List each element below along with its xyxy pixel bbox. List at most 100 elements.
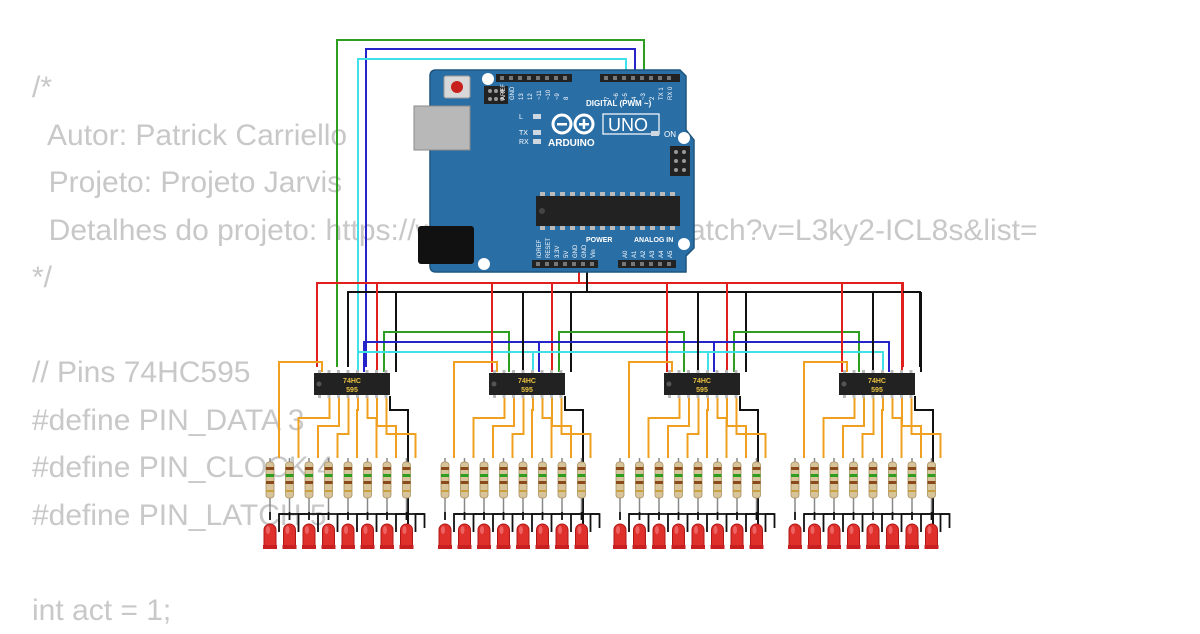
resistor [655,458,663,512]
resistor-band [928,467,936,470]
chip-pin [620,192,625,196]
resistor-band [616,490,624,492]
led-highlight [364,526,368,534]
resistor-band [539,481,547,484]
resistor-band [441,467,449,470]
digital-pin-label: RX 0 [668,86,674,100]
led-rim [438,545,452,549]
resistor-band [655,481,663,484]
led-body [264,524,276,548]
resistor-band [578,467,586,470]
led-highlight [928,526,932,534]
resistor-band [480,481,488,484]
resistor-band [753,490,761,492]
led-rim [361,545,375,549]
resistor [753,458,761,512]
resistor-band [714,474,722,477]
analog-pin-label: A4 [659,250,665,258]
led-ground-lead [416,514,425,532]
resistor-band [500,490,508,492]
chip-pin [600,192,605,196]
led-highlight [383,526,387,534]
resistor [325,458,333,512]
resistor-band [811,467,819,470]
chip-label: 595 [521,387,533,394]
led-rim [886,545,900,549]
digital-pin-label: 13 [519,93,525,100]
resistor-band [675,490,683,492]
resistors [266,458,936,512]
resistor-band [694,474,702,477]
led-rim [322,545,336,549]
output-wire [532,396,533,458]
resistor-band [403,474,411,477]
output-wire [368,396,377,458]
led-rim [497,545,511,549]
led-rim [263,545,277,549]
led-highlight [636,526,640,534]
pin-socket [640,76,644,80]
resistor-band [383,467,391,470]
chip-label: 74HC [693,378,711,385]
power-pin-label: Vin [591,249,597,258]
power-pin-label: 5V [564,251,570,258]
led-highlight [578,526,582,534]
resistor-band [655,467,663,470]
resistor-band [714,467,722,470]
resistor-band [325,467,333,470]
mount-hole [482,73,494,85]
resistor [383,458,391,512]
shift-register-74hc595: 74HC595 [314,370,390,398]
led-body [673,524,685,548]
pin-socket [500,76,504,80]
chip-pin [650,226,655,230]
resistor [539,458,547,512]
digital-pin-label: TX 1 [659,87,665,100]
led-highlight [869,526,873,534]
led [925,512,950,549]
led-rim [652,545,666,549]
led-rim [905,545,919,549]
led-body [809,524,821,548]
resistor-band [461,467,469,470]
led-body [401,524,413,548]
analog-pin-label: A3 [650,250,656,258]
digital-pin-label: ~11 [537,90,543,100]
led-body [692,524,704,548]
resistor-band [830,481,838,484]
resistor-band [344,467,352,470]
pin-socket [631,76,635,80]
resistor [500,458,508,512]
led-rim [925,545,939,549]
chip-label: 74HC [343,378,361,385]
led-highlight [694,526,698,534]
shift-register-74hc595: 74HC 595 [664,370,740,398]
usb-port [414,106,470,150]
power-label: POWER [586,237,612,244]
resistor-band [811,474,819,477]
resistor-band [791,474,799,477]
resistor-band [403,467,411,470]
led-rim [847,545,861,549]
digital-pin-label: GND [510,86,516,100]
led-body [498,524,510,548]
resistor-band [325,481,333,484]
resistor-band [266,481,274,484]
chip-pin [640,226,645,230]
resistor-band [266,490,274,492]
resistor-band [480,490,488,492]
resistor-band [325,490,333,492]
chip-pin [590,226,595,230]
resistor-band [461,474,469,477]
resistor [266,458,274,512]
chip-notch [667,382,672,387]
resistor-band [364,474,372,477]
resistor-band [383,474,391,477]
led-highlight [441,526,445,534]
resistor-band [519,467,527,470]
pin-socket [658,76,662,80]
chip-pin [610,192,615,196]
chip-label: 595 [696,387,708,394]
